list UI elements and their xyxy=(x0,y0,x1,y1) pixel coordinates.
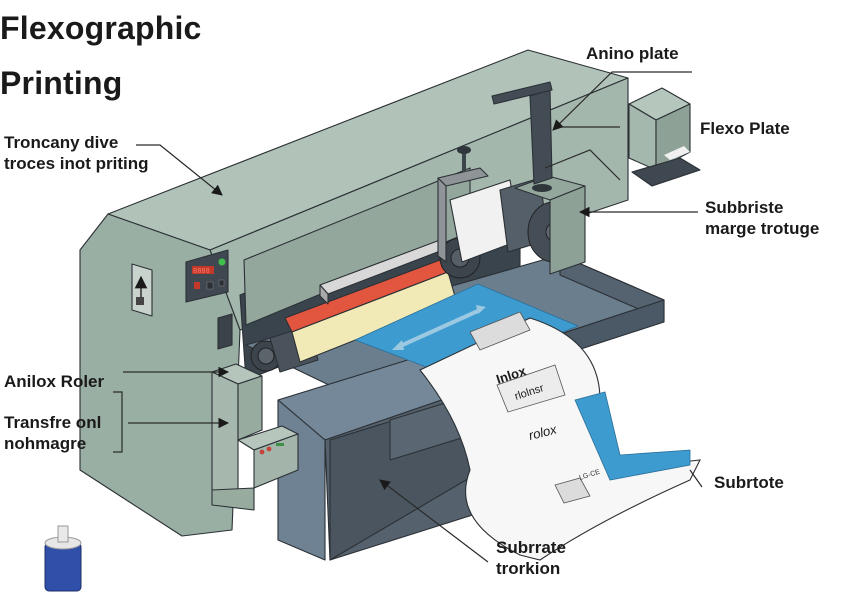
label-subrrate-line2: trorkion xyxy=(496,559,561,578)
label-subrtote: Subrtote xyxy=(714,473,784,492)
printed-web xyxy=(353,283,580,377)
label-transfer: Transfre onl nohmagre xyxy=(4,412,101,454)
substrate-mark: rolox xyxy=(527,421,558,442)
label-top-left-line1: Troncany dive xyxy=(4,133,119,152)
label-anilox-roller: Anilox Roler xyxy=(4,372,105,391)
side-sign xyxy=(131,263,153,317)
label-anino-plate: Anino plate xyxy=(586,44,679,63)
flexo-plate-box xyxy=(628,87,701,187)
label-subrrate-line1: Subrrate xyxy=(496,538,566,557)
label-subrrate: Subrrate trorkion xyxy=(496,537,566,579)
ink-bottle xyxy=(44,525,82,592)
label-transfer-line2: nohmagre xyxy=(4,434,87,453)
label-top-left-line2: troces inot priting xyxy=(4,154,149,173)
label-subbriste-line2: marge trotuge xyxy=(705,219,820,238)
roller-assembly xyxy=(250,81,586,373)
label-subbriste: Subbriste marge trotuge xyxy=(705,197,819,239)
label-transfer-line1: Transfre onl xyxy=(4,413,102,432)
leader-lines xyxy=(113,71,703,563)
label-top-left: Troncany dive troces inot priting xyxy=(4,132,149,174)
label-subbriste-line1: Subbriste xyxy=(705,198,784,217)
label-flexo-plate: Flexo Plate xyxy=(700,119,790,138)
panel-display: 8888 xyxy=(193,268,210,276)
page-title-line1: Flexographic xyxy=(0,10,202,46)
control-panel: 8888 xyxy=(185,249,233,350)
page-title-line2: Printing xyxy=(0,65,123,101)
substrate-sheet: Inlox rlolnsr rolox LG-CE xyxy=(419,311,701,561)
